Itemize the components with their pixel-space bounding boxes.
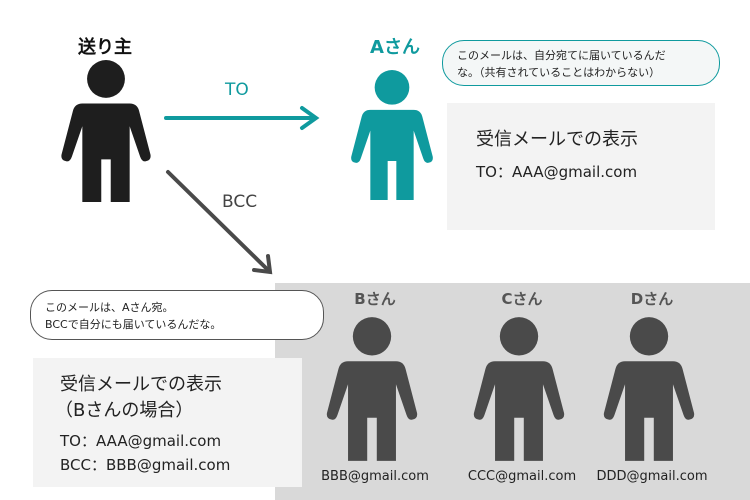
person-b-label: Bさん <box>354 290 396 308</box>
bubble-line: このメールは、自分宛てに届いているんだ <box>457 49 666 62</box>
bubble-line: BCCで自分にも届いているんだな。 <box>45 318 222 331</box>
person-b-email: BBB@gmail.com <box>321 469 429 484</box>
bubble-line: このメールは、Aさん宛。 <box>45 301 174 314</box>
person-c-icon <box>473 317 565 461</box>
to-arrow <box>164 106 320 130</box>
person-b-received-display: 受信メールでの表示 （Bさんの場合） TO：AAA@gmail.com BCC：… <box>33 358 302 487</box>
person-b-speech-bubble: このメールは、Aさん宛。 BCCで自分にも届いているんだな。 <box>30 290 324 340</box>
person-c-email: CCC@gmail.com <box>467 469 577 484</box>
person-d-icon <box>603 317 695 461</box>
person-b-icon <box>326 317 418 461</box>
box-title: 受信メールでの表示 <box>476 129 638 150</box>
box-title: 受信メールでの表示 <box>60 374 222 395</box>
bcc-arrow <box>166 170 273 275</box>
person-a-received-display: 受信メールでの表示 TO：AAA@gmail.com <box>447 103 715 230</box>
person-a-speech-bubble: このメールは、自分宛てに届いているんだ な。（共有されていることはわからない） <box>442 40 720 86</box>
person-a-icon <box>351 70 433 200</box>
bubble-line: な。（共有されていることはわからない） <box>457 66 661 79</box>
bcc-label: BCC <box>222 192 258 212</box>
sender-label: 送り主 <box>78 37 132 58</box>
bcc-line: BCC：BBB@gmail.com <box>60 456 231 474</box>
to-label: TO <box>225 80 249 100</box>
person-c-label: Cさん <box>501 290 543 308</box>
person-d-label: Dさん <box>630 290 674 308</box>
person-a-label: Aさん <box>370 37 420 58</box>
box-subtitle: （Bさんの場合） <box>55 400 194 421</box>
to-line: TO：AAA@gmail.com <box>476 163 638 181</box>
to-line: TO：AAA@gmail.com <box>60 432 222 450</box>
person-d-email: DDD@gmail.com <box>596 469 708 484</box>
